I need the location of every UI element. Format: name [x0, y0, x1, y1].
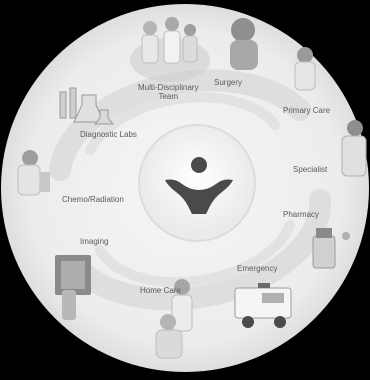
label-homecare-text: Home Care [140, 286, 181, 295]
label-emergency: Emergency [237, 264, 277, 273]
label-specialist-text: Specialist [293, 165, 327, 174]
label-surgery: Surgery [214, 78, 242, 87]
primary-care-doctor-photo [295, 47, 315, 90]
label-diagnostic-labs: Diagnostic Labs [80, 130, 137, 139]
label-emergency-text: Emergency [237, 264, 277, 273]
label-pharmacy-text: Pharmacy [283, 210, 319, 219]
label-labs-text: Diagnostic Labs [80, 130, 137, 139]
label-multi-line1: Multi-Disciplinary [138, 83, 198, 92]
label-pharmacy: Pharmacy [283, 210, 319, 219]
label-multi-disciplinary-team: Multi-Disciplinary Team [138, 83, 198, 101]
label-surgery-text: Surgery [214, 78, 242, 87]
label-multi-line2: Team [138, 92, 198, 101]
surgeon-photo [230, 18, 258, 70]
label-chemo-radiation: Chemo/Radiation [62, 195, 124, 204]
label-specialist: Specialist [293, 165, 327, 174]
label-home-care: Home Care [140, 286, 181, 295]
label-primary-text: Primary Care [283, 106, 330, 115]
label-primary-care: Primary Care [283, 106, 330, 115]
label-imaging-text: Imaging [80, 237, 108, 246]
label-imaging: Imaging [80, 237, 108, 246]
center-circle [139, 125, 255, 241]
label-chemo-text: Chemo/Radiation [62, 195, 124, 204]
